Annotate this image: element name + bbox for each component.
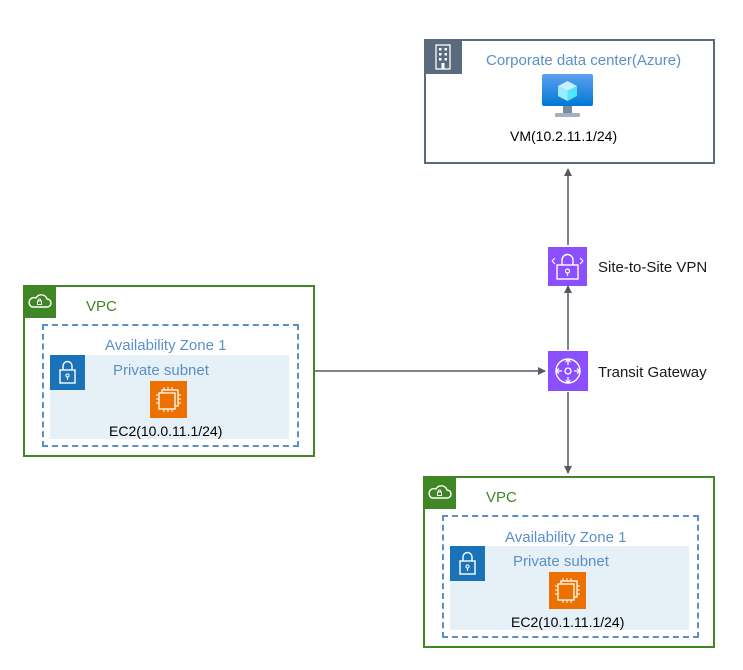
vpc-bottom-ec2-label: EC2(10.1.11.1/24): [511, 614, 625, 630]
vpc-left-availability-zone: [42, 324, 299, 447]
vpn-label: Site-to-Site VPN: [598, 259, 708, 276]
transit-gateway-icon: [548, 351, 588, 391]
vm-label: VM(10.2.11.1/24): [510, 128, 618, 144]
ec2-instance-icon: [549, 572, 586, 609]
vpc-bottom-az-label: Availability Zone 1: [505, 529, 627, 546]
vpc-left-ec2-label: EC2(10.0.11.1/24): [109, 423, 223, 439]
vpc-left-az-label: Availability Zone 1: [105, 337, 227, 354]
vpc-bottom-availability-zone: [442, 515, 699, 638]
vpc-bottom-subnet-label: Private subnet: [513, 553, 609, 570]
vpc-bottom-label: VPC: [486, 489, 517, 506]
transit-gateway-label: Transit Gateway: [598, 364, 707, 381]
azure-vm-icon: [542, 74, 593, 117]
lock-icon: [50, 355, 85, 390]
lock-icon: [450, 546, 485, 581]
vpc-left-subnet-label: Private subnet: [113, 362, 209, 379]
datacenter-group: [424, 39, 715, 164]
building-icon: [424, 39, 462, 74]
vpc-left-label: VPC: [86, 298, 117, 315]
vpc-bottom-group: [423, 476, 715, 648]
ec2-instance-icon: [150, 381, 187, 418]
vpc-cloud-icon: [23, 285, 56, 318]
vpn-icon: [548, 247, 587, 286]
vpc-left-group: [23, 285, 315, 457]
vpc-cloud-icon: [423, 476, 456, 509]
datacenter-title: Corporate data center(Azure): [486, 52, 682, 69]
